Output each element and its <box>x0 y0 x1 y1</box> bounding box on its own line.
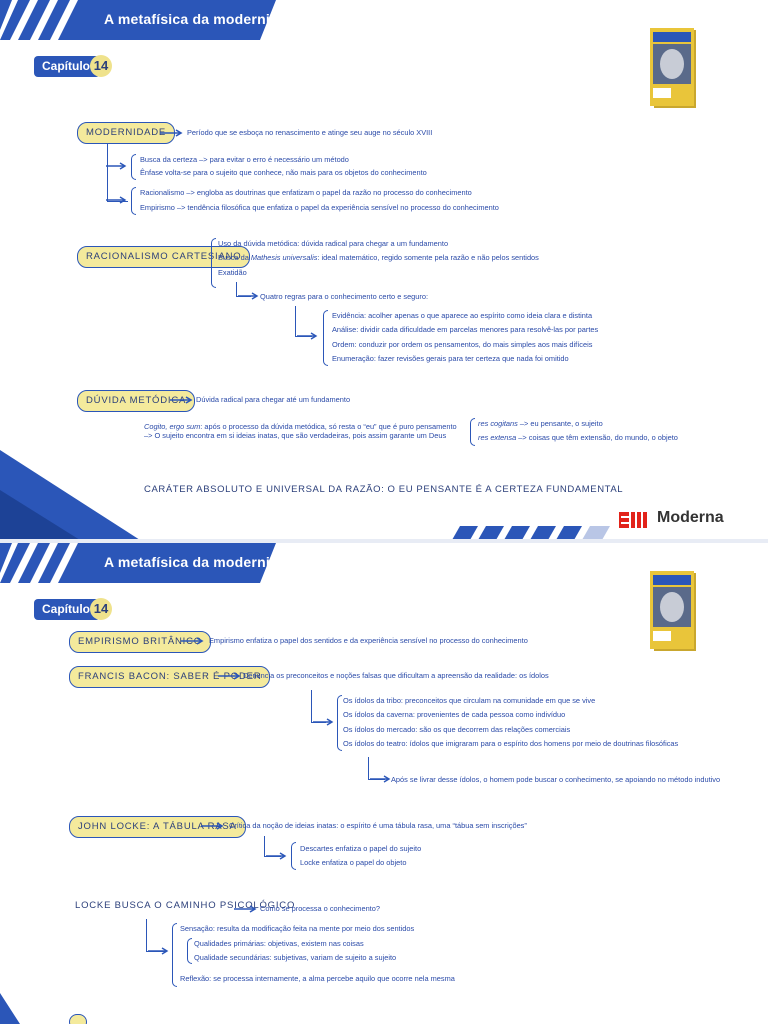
brace <box>131 154 136 180</box>
slide-divider <box>0 539 768 544</box>
arrow-right-icon <box>234 905 257 913</box>
bacon-after: Após se livrar desse ídolos, o homem pod… <box>391 775 721 784</box>
modernidade-item-2: Ênfase volta-se para o sujeito que conhe… <box>140 168 427 177</box>
duvida-pill: DÚVIDA METÓDICA <box>77 390 196 412</box>
caminho-item-1: Sensação: resulta da modificação feita n… <box>180 924 415 933</box>
res-extensa: res extensa –> coisas que têm extensão, … <box>478 433 678 443</box>
cogito-rest: : após o processo da dúvida metódica, só… <box>200 422 457 431</box>
res-cogitans: res cogitans –> eu pensante, o sujeito <box>478 419 603 429</box>
idol-cave: Os ídolos da caverna: provenientes de ca… <box>343 710 566 719</box>
caminho-item-4: Reflexão: se processa internamente, a al… <box>180 974 455 983</box>
header-banner <box>0 543 276 583</box>
racionalismo-item-2-b: : ideal matemático, regido somente pela … <box>317 253 539 262</box>
bacon-pill: FRANCIS BACON: SABER É PODER <box>69 666 271 688</box>
arrow-right-icon <box>201 822 224 830</box>
moderna-logo-icon <box>619 512 647 528</box>
racionalismo-pill: RACIONALISMO CARTESIANO <box>77 246 251 268</box>
chapter-number: 14 <box>90 598 112 620</box>
brace <box>470 418 475 446</box>
chapter-number: 14 <box>90 55 112 77</box>
rules-title: Quatro regras para o conhecimento certo … <box>260 292 429 301</box>
book-cover-image <box>650 571 696 651</box>
idol-market: Os ídolos do mercado: são os que decorre… <box>343 725 571 734</box>
arrow-right-icon <box>297 332 318 340</box>
bottom-left-swoosh <box>0 993 20 1024</box>
res-extensa-rest: –> coisas que têm extensão, do mundo, o … <box>516 433 678 442</box>
racionalismo-item-1: Uso da dúvida metódica: dúvida radical p… <box>218 239 449 248</box>
rule-3: Ordem: conduzir por ordem os pensamentos… <box>332 340 593 349</box>
locke-pill: JOHN LOCKE: A TÁBULA RASA <box>69 816 246 838</box>
locke-item-2: Locke enfatiza o papel do objeto <box>300 858 407 867</box>
racionalismo-item-3: Exatidão <box>218 268 247 277</box>
caminho-question: Como se processa o conhecimento? <box>260 904 380 913</box>
modernidade-item-4: Empirismo –> tendência filosófica que en… <box>140 203 499 212</box>
arrow-right-icon <box>148 947 169 955</box>
res-cogitans-italic: res cogitans <box>478 419 518 428</box>
chapter-badge: Capítulo 14 <box>34 598 112 620</box>
arrow-right-icon <box>106 162 127 170</box>
brace <box>187 938 192 964</box>
empirismo-pill: EMPIRISMO BRITÂNICO <box>69 631 211 653</box>
cogito-line-2: –> O sujeito encontra em si ideias inata… <box>144 431 447 440</box>
bottom-left-swoosh <box>0 450 140 540</box>
bacon-def: Denuncia os preconceitos e noções falsas… <box>243 671 549 680</box>
header-title: A metafísica da modernidade <box>104 11 304 27</box>
modernidade-item-1: Busca da certeza –> para evitar o erro é… <box>140 155 349 164</box>
arrow-right-icon <box>370 775 391 783</box>
arrow-right-icon <box>313 718 334 726</box>
bottom-right-stripes <box>452 526 610 540</box>
book-cover-image <box>650 28 696 108</box>
rule-1: Evidência: acolher apenas o que aparece … <box>332 311 593 320</box>
locke-item-1: Descartes enfatiza o papel do sujeito <box>300 844 422 853</box>
cogito-line-1: Cogito, ergo sum: após o processo da dúv… <box>144 422 457 432</box>
arrow-right-icon <box>170 396 193 404</box>
rule-4: Enumeração: fazer revisões gerais para t… <box>332 354 569 363</box>
caminho-item-2: Qualidades primárias: objetivas, existem… <box>194 939 364 948</box>
racionalismo-item-2-italic: Mathesis universalis <box>250 253 318 262</box>
conclusion-text: CARÁTER ABSOLUTO E UNIVERSAL DA RAZÃO: O… <box>144 484 624 495</box>
chapter-badge: Capítulo 14 <box>34 55 112 77</box>
chapter-label: Capítulo <box>42 602 90 616</box>
caminho-title: LOCKE BUSCA O CAMINHO PSICOLÓGICO <box>75 900 296 911</box>
brace <box>172 923 177 987</box>
brace <box>323 310 328 366</box>
arrow-right-icon <box>238 292 259 300</box>
res-cogitans-rest: –> eu pensante, o sujeito <box>517 419 603 428</box>
chapter-box <box>34 599 100 620</box>
arrow-right-icon <box>266 852 287 860</box>
header-banner <box>0 0 276 40</box>
modernidade-item-3: Racionalismo –> engloba as doutrinas que… <box>140 188 472 197</box>
modernidade-def: Período que se esboça no renascimento e … <box>187 128 433 137</box>
locke-def: Crítica da noção de ideias inatas: o esp… <box>229 821 527 830</box>
idol-tribe: Os ídolos da tribo: preconceitos que cir… <box>343 696 596 705</box>
empirismo-def: Empirismo enfatiza o papel dos sentidos … <box>209 636 528 645</box>
chapter-label: Capítulo <box>42 59 90 73</box>
moderna-logo-text: Moderna <box>657 509 724 526</box>
idol-theater: Os ídolos do teatro: ídolos que imigrara… <box>343 739 679 748</box>
connector <box>107 143 128 202</box>
caminho-item-3: Qualidade secundárias: subjetivas, varia… <box>194 953 397 962</box>
arrow-right-icon <box>106 196 127 204</box>
rule-2: Análise: dividir cada dificuldade em par… <box>332 325 599 334</box>
slide-1: A metafísica da modernidade Capítulo 14 … <box>0 0 724 540</box>
slide-2: A metafísica da modernidade Capítulo 14 … <box>0 543 768 1024</box>
racionalismo-item-2: Busca da Mathesis universalis: ideal mat… <box>218 253 539 263</box>
racionalismo-item-2-a: Busca da <box>218 253 251 262</box>
arrow-right-icon <box>160 129 183 137</box>
header-title: A metafísica da modernidade <box>104 554 304 570</box>
duvida-def: Dúvida radical para chegar até um fundam… <box>196 395 351 404</box>
arrow-right-icon <box>218 672 241 680</box>
brace <box>337 695 342 751</box>
chapter-box <box>34 56 100 77</box>
next-section-pill-partial <box>69 1014 87 1024</box>
brace <box>291 842 296 870</box>
cogito-italic: Cogito, ergo sum <box>144 422 201 431</box>
arrow-right-icon <box>181 637 204 645</box>
brace <box>131 187 136 215</box>
res-extensa-italic: res extensa <box>478 433 517 442</box>
brace <box>211 238 216 288</box>
